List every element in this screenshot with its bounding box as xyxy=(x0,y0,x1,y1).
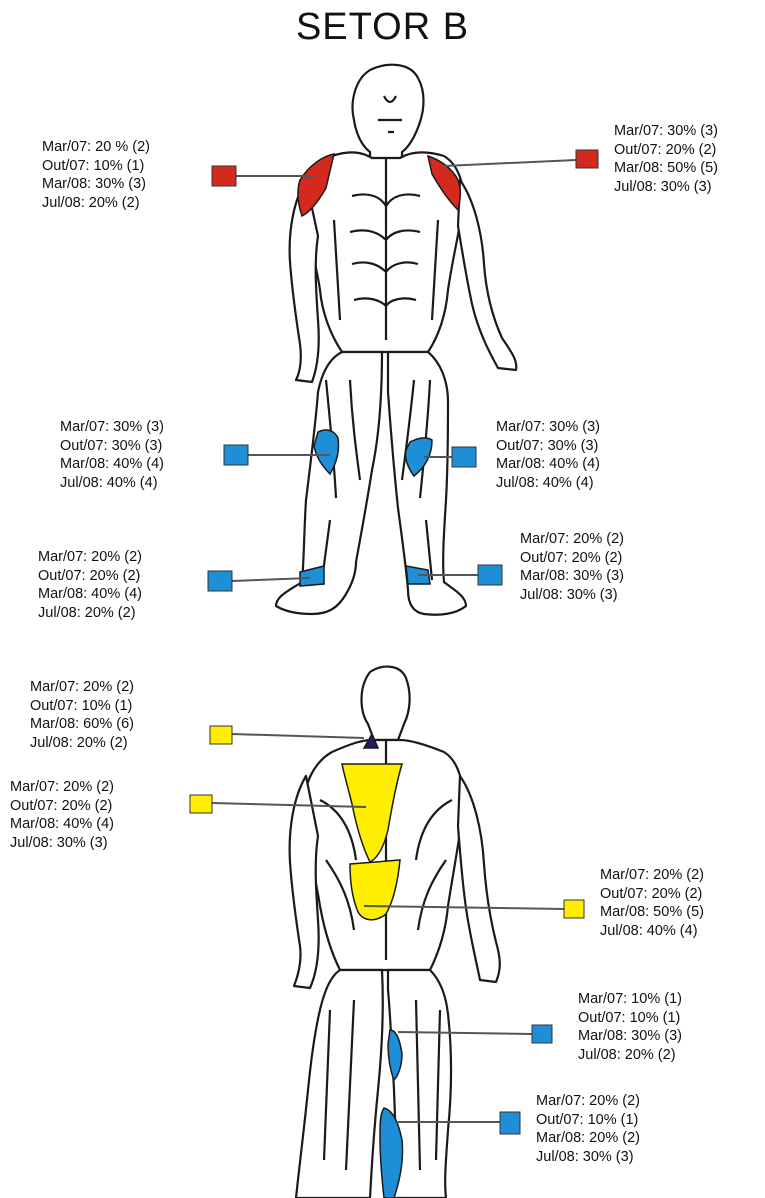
annotation-line: Jul/08: 20% (2) xyxy=(30,734,134,753)
annotation-line: Mar/08: 50% (5) xyxy=(600,903,704,922)
annotation-line: Jul/08: 40% (4) xyxy=(496,474,600,493)
front-head xyxy=(353,65,424,164)
annotation-line: Mar/08: 20% (2) xyxy=(536,1129,640,1148)
annotation-front-left-ankle: Mar/07: 20% (2) Out/07: 20% (2) Mar/08: … xyxy=(520,530,624,604)
annotation-line: Mar/07: 20% (2) xyxy=(38,548,142,567)
marker-front-right-ankle xyxy=(208,571,232,591)
marker-back-calf xyxy=(500,1112,520,1134)
annotation-line: Jul/08: 20% (2) xyxy=(578,1046,682,1065)
annotation-line: Mar/07: 20% (2) xyxy=(520,530,624,549)
annotation-line: Out/07: 20% (2) xyxy=(614,141,718,160)
annotation-line: Mar/08: 50% (5) xyxy=(614,159,718,178)
annotation-line: Out/07: 10% (1) xyxy=(30,697,134,716)
annotation-line: Mar/07: 20% (2) xyxy=(536,1092,640,1111)
annotation-line: Mar/07: 20 % (2) xyxy=(42,138,150,157)
annotation-front-left-knee: Mar/07: 30% (3) Out/07: 30% (3) Mar/08: … xyxy=(496,418,600,492)
annotation-back-thigh: Mar/07: 10% (1) Out/07: 10% (1) Mar/08: … xyxy=(578,990,682,1064)
marker-front-right-knee xyxy=(224,445,248,465)
annotation-line: Mar/08: 40% (4) xyxy=(38,585,142,604)
back-head xyxy=(362,667,410,740)
annotation-line: Out/07: 20% (2) xyxy=(38,567,142,586)
annotation-line: Mar/07: 30% (3) xyxy=(614,122,718,141)
annotation-line: Out/07: 10% (1) xyxy=(536,1111,640,1130)
annotation-line: Jul/08: 30% (3) xyxy=(520,586,624,605)
back-arm-l xyxy=(458,776,500,982)
annotation-line: Out/07: 20% (2) xyxy=(10,797,114,816)
annotation-line: Jul/08: 30% (3) xyxy=(10,834,114,853)
annotation-line: Mar/07: 30% (3) xyxy=(60,418,164,437)
annotation-line: Jul/08: 20% (2) xyxy=(38,604,142,623)
marker-front-left-ankle xyxy=(478,565,502,585)
marker-back-upper xyxy=(190,795,212,813)
annotation-back-upper: Mar/07: 20% (2) Out/07: 20% (2) Mar/08: … xyxy=(10,778,114,852)
annotation-front-right-shoulder: Mar/07: 20 % (2) Out/07: 10% (1) Mar/08:… xyxy=(42,138,150,212)
annotation-line: Mar/07: 20% (2) xyxy=(10,778,114,797)
annotation-line: Mar/08: 60% (6) xyxy=(30,715,134,734)
front-arm-l xyxy=(458,180,516,370)
marker-back-lower xyxy=(564,900,584,918)
annotation-line: Mar/08: 30% (3) xyxy=(578,1027,682,1046)
annotation-line: Mar/08: 30% (3) xyxy=(520,567,624,586)
marker-front-left-knee xyxy=(452,447,476,467)
annotation-line: Jul/08: 40% (4) xyxy=(60,474,164,493)
annotation-line: Jul/08: 30% (3) xyxy=(614,178,718,197)
annotation-line: Mar/07: 20% (2) xyxy=(30,678,134,697)
annotation-line: Mar/08: 40% (4) xyxy=(60,455,164,474)
annotation-line: Mar/07: 30% (3) xyxy=(496,418,600,437)
front-leg-r xyxy=(276,352,382,614)
annotation-line: Mar/07: 10% (1) xyxy=(578,990,682,1009)
marker-back-thigh xyxy=(532,1025,552,1043)
annotation-line: Mar/08: 40% (4) xyxy=(10,815,114,834)
annotation-line: Jul/08: 30% (3) xyxy=(536,1148,640,1167)
annotation-back-calf: Mar/07: 20% (2) Out/07: 10% (1) Mar/08: … xyxy=(536,1092,640,1166)
annotation-line: Jul/08: 40% (4) xyxy=(600,922,704,941)
annotation-front-left-shoulder: Mar/07: 30% (3) Out/07: 20% (2) Mar/08: … xyxy=(614,122,718,196)
marker-back-neck xyxy=(210,726,232,744)
annotation-line: Jul/08: 20% (2) xyxy=(42,194,150,213)
annotation-line: Mar/08: 40% (4) xyxy=(496,455,600,474)
front-body xyxy=(276,65,516,615)
annotation-line: Out/07: 20% (2) xyxy=(520,549,624,568)
marker-front-left-shoulder xyxy=(576,150,598,168)
annotation-line: Out/07: 10% (1) xyxy=(578,1009,682,1028)
back-leg-r xyxy=(296,970,383,1198)
marker-front-right-shoulder xyxy=(212,166,236,186)
annotation-line: Out/07: 30% (3) xyxy=(496,437,600,456)
annotation-back-neck: Mar/07: 20% (2) Out/07: 10% (1) Mar/08: … xyxy=(30,678,134,752)
annotation-back-lower: Mar/07: 20% (2) Out/07: 20% (2) Mar/08: … xyxy=(600,866,704,940)
annotation-line: Out/07: 10% (1) xyxy=(42,157,150,176)
annotation-line: Mar/08: 30% (3) xyxy=(42,175,150,194)
annotation-front-right-knee: Mar/07: 30% (3) Out/07: 30% (3) Mar/08: … xyxy=(60,418,164,492)
annotation-line: Out/07: 30% (3) xyxy=(60,437,164,456)
annotation-line: Out/07: 20% (2) xyxy=(600,885,704,904)
annotation-front-right-ankle: Mar/07: 20% (2) Out/07: 20% (2) Mar/08: … xyxy=(38,548,142,622)
annotation-line: Mar/07: 20% (2) xyxy=(600,866,704,885)
